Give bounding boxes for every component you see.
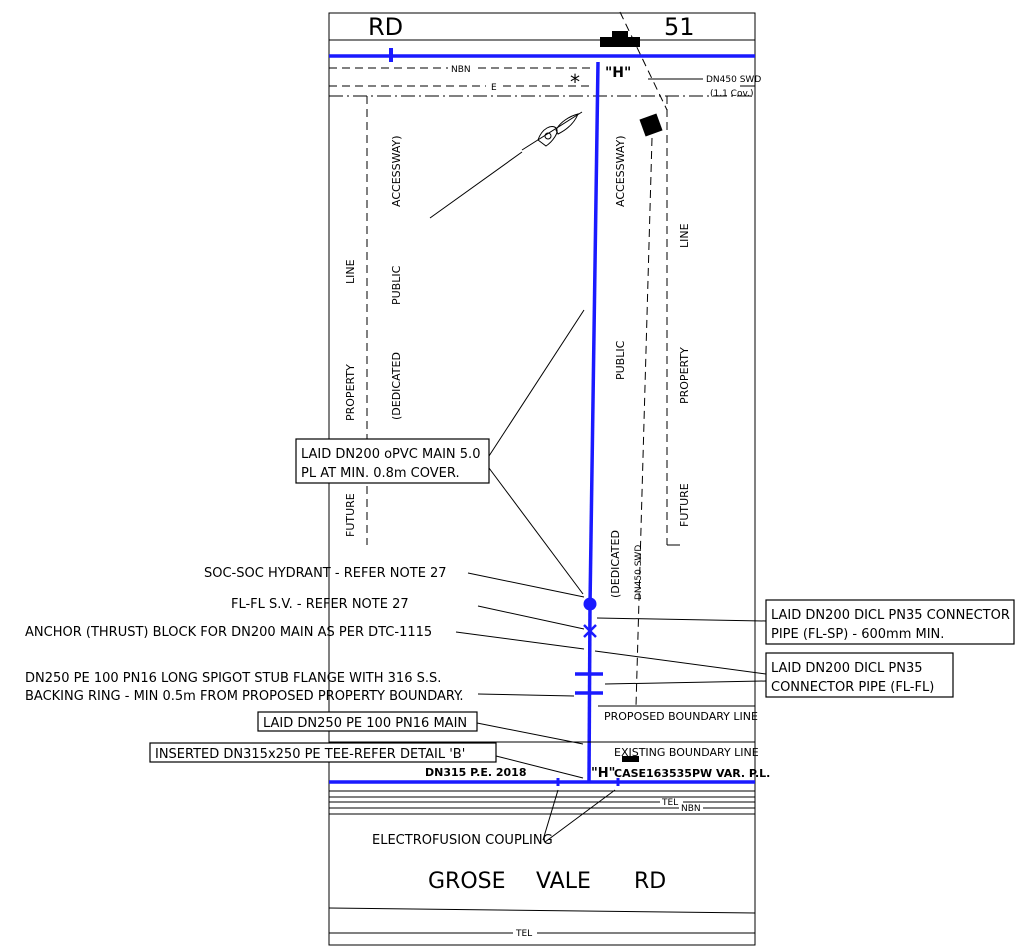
main-label-line2: PL AT MIN. 0.8m COVER. xyxy=(301,466,460,481)
nbn-label-top: NBN xyxy=(451,65,471,75)
existing-hydrant-top-symbol xyxy=(600,31,640,47)
road-bottom-word-3: RD xyxy=(634,869,666,894)
stormwater-pit xyxy=(639,113,663,137)
stop-valve-label: FL-FL S.V. - REFER NOTE 27 xyxy=(231,597,409,612)
label-right-future: FUTURE xyxy=(678,483,691,527)
leader-anchor xyxy=(455,631,585,650)
label-left-accessway: ACCESSWAY) xyxy=(390,135,403,207)
label-left-dedicated: (DEDICATED xyxy=(390,352,403,420)
asterisk-marker: * xyxy=(569,70,581,94)
swd-pipe-vertical xyxy=(635,137,653,707)
label-left-line: LINE xyxy=(344,259,357,284)
connector2-label-line1: LAID DN200 DICL PN35 xyxy=(771,661,923,676)
label-right-line: LINE xyxy=(678,223,691,248)
leader-connector2-upper xyxy=(594,650,767,675)
connector1-label-line2: PIPE (FL-SP) - 600mm MIN. xyxy=(771,627,944,642)
tee-label: INSERTED DN315x250 PE TEE-REFER DETAIL '… xyxy=(155,747,465,762)
main-label-line1: LAID DN200 oPVC MAIN 5.0 xyxy=(301,447,480,462)
label-left-public: PUBLIC xyxy=(390,265,403,305)
leader-hydrant xyxy=(467,572,585,598)
hydrant-label: SOC-SOC HYDRANT - REFER NOTE 27 xyxy=(204,566,447,581)
h-marker-top: "H" xyxy=(605,65,631,81)
bottom-pit-symbol xyxy=(622,756,639,762)
label-right-accessway: ACCESSWAY) xyxy=(614,135,627,207)
dn315-label: DN315 P.E. 2018 xyxy=(425,766,527,779)
hydrant-symbol xyxy=(583,597,597,611)
tee-label-box xyxy=(149,742,497,763)
leader-north-arrow xyxy=(429,151,523,219)
e-label: E xyxy=(491,83,497,93)
road-top-number: 51 xyxy=(664,13,695,41)
road-top-name: RD xyxy=(368,13,403,41)
label-right-public: PUBLIC xyxy=(614,340,627,380)
north-arrow-icon xyxy=(521,111,583,151)
connector1-label-line1: LAID DN200 DICL PN35 CONNECTOR xyxy=(771,608,1010,623)
electrofusion-label: ELECTROFUSION COUPLING xyxy=(372,833,553,848)
connector1-label-box xyxy=(765,599,1015,645)
proposed-boundary-label: PROPOSED BOUNDARY LINE xyxy=(604,710,758,723)
proposed-main-vertical-upper xyxy=(588,61,600,606)
leader-pe-main xyxy=(476,722,584,745)
connector2-label-line2: CONNECTOR PIPE (FL-FL) xyxy=(771,680,934,695)
tel-label: TEL xyxy=(661,798,678,808)
label-left-property: PROPERTY xyxy=(344,364,357,421)
leader-tee xyxy=(495,755,584,779)
leader-connector1 xyxy=(596,617,767,622)
leader-main-lower xyxy=(488,467,584,595)
stub-flange-label-line1: DN250 PE 100 PN16 LONG SPIGOT STUB FLANG… xyxy=(25,671,441,686)
main-label-box xyxy=(295,438,490,484)
label-right-property: PROPERTY xyxy=(678,347,691,404)
pe-main-label-box xyxy=(257,711,478,732)
existing-boundary-label: EXISTING BOUNDARY LINE xyxy=(614,746,759,759)
leader-electrofusion-1 xyxy=(542,789,559,841)
leader-stop-valve xyxy=(477,605,585,630)
leader-main-upper xyxy=(488,309,585,457)
tel-label-bottom: TEL xyxy=(515,929,532,939)
road-bottom-word-1: GROSE xyxy=(428,869,506,894)
road-line-4 xyxy=(328,907,756,914)
h-marker-bottom: "H" xyxy=(591,766,615,781)
swd-pipe-diagonal xyxy=(619,11,668,111)
nbn-label-bottom: NBN xyxy=(681,804,701,814)
anchor-block-label: ANCHOR (THRUST) BLOCK FOR DN200 MAIN AS … xyxy=(25,625,432,640)
swd-label-vertical: DN450 SWD xyxy=(634,545,644,600)
label-right-dedicated: (DEDICATED xyxy=(609,530,622,598)
leader-stub-flange xyxy=(477,693,575,697)
case-label: CASE163535PW VAR. P.L. xyxy=(614,767,770,780)
pe-main-label: LAID DN250 PE 100 PN16 MAIN xyxy=(263,716,467,731)
stop-valve-symbol xyxy=(583,624,597,638)
leader-electrofusion-2 xyxy=(544,789,616,843)
connector2-label-box xyxy=(765,652,954,698)
swd-cover-label: (1.1 Cov.) xyxy=(710,89,753,99)
leader-connector2-lower xyxy=(604,680,767,685)
label-left-future: FUTURE xyxy=(344,493,357,537)
road-bottom-word-2: VALE xyxy=(536,869,591,894)
swd-label-top: DN450 SWD xyxy=(706,75,761,85)
stub-flange-label-line2: BACKING RING - MIN 0.5m FROM PROPOSED PR… xyxy=(25,689,464,704)
